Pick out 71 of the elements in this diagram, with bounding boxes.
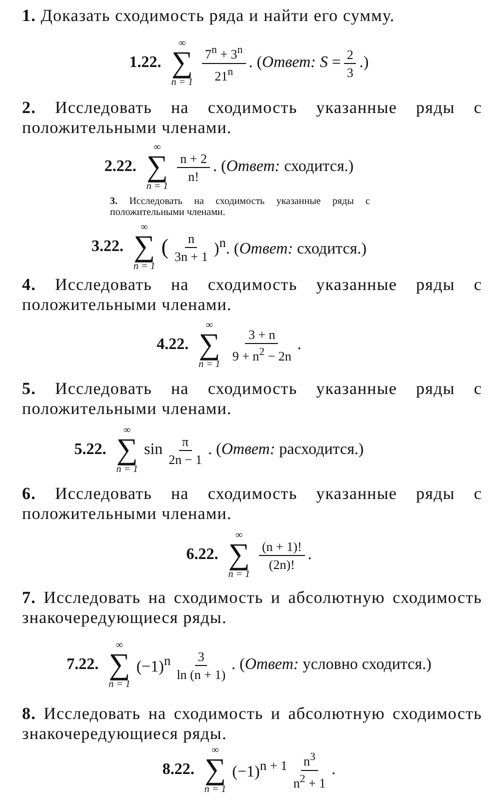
numerator: 7$^{n}$ + 3$^{n}$ <box>202 42 246 64</box>
upper-limit: ∞ <box>140 222 148 233</box>
upper-limit: ∞ <box>124 425 131 436</box>
denominator: 3 <box>346 64 354 80</box>
lower-limit: n = 1 <box>204 784 226 795</box>
summation-sign: ∑ <box>204 756 226 784</box>
task-text: 7. Исследовать на сходимость и абсолютную сходимость знакочередующиеся ряды. <box>22 588 482 628</box>
lower-limit: n = 1 <box>108 679 130 690</box>
denominator: n$^{2}$ + 1 <box>292 772 327 791</box>
denominator: n! <box>187 168 200 184</box>
formula-text: . (Ответ: расходится.) <box>208 441 364 459</box>
task-text: 1. Доказать сходимость ряда и найти его сумму. <box>22 6 396 26</box>
denominator: 3n + 1 <box>174 248 209 264</box>
lower-limit: n = 1 <box>146 181 168 192</box>
numerator: 3 <box>194 648 208 666</box>
upper-limit: ∞ <box>154 142 161 153</box>
summation-sign: ∑ <box>146 153 168 181</box>
task-text: 6. Исследовать на сходимость указанные ряды с положительными членами. <box>22 484 482 524</box>
upper-limit: ∞ <box>116 640 124 651</box>
numerator: 3 + n <box>245 326 278 344</box>
formula-text: (−1)$^{n}$ <box>136 653 171 677</box>
numerator: n <box>184 230 198 248</box>
summation-sign: ∑ <box>198 331 220 359</box>
formula-text: .) <box>359 54 369 72</box>
summation-sign: ∑ <box>134 233 156 261</box>
parenthesis: ( <box>161 234 169 260</box>
numerator: (n + 1)! <box>258 538 305 556</box>
denominator: 2n − 1 <box>168 450 203 468</box>
lower-limit: n = 1 <box>133 261 156 272</box>
problem-number: 1.22. <box>129 54 162 72</box>
lower-limit: n = 1 <box>116 464 138 475</box>
formula-text: . (Ответ: сходится.) <box>212 158 354 176</box>
numerator: 2 <box>344 46 356 64</box>
denominator: ln (n + 1) <box>176 666 227 682</box>
summation-sign: ∑ <box>171 49 193 77</box>
formula-text: sin <box>144 441 163 459</box>
formula-text: . <box>332 761 336 779</box>
task-text: 4. Исследовать на сходимость указанные ряды с положительными членами. <box>22 275 482 315</box>
task-text: 5. Исследовать на сходимость указанные ряды с положительными членами. <box>22 379 482 419</box>
formula-text: . <box>297 336 302 354</box>
upper-limit: ∞ <box>178 38 186 49</box>
task-text: 8. Исследовать на сходимость и абсолютную сходимость знакочередующиеся ряды. <box>22 704 482 744</box>
lower-limit: n = 1 <box>228 569 250 580</box>
formula-text: (−1)$^{n + 1}$ <box>232 758 288 782</box>
upper-limit: ∞ <box>206 320 213 331</box>
numerator: π <box>179 432 192 450</box>
lower-limit: n = 1 <box>198 359 220 370</box>
problem-number: 4.22. <box>156 336 189 354</box>
upper-limit: ∞ <box>212 745 219 756</box>
summation-sign: ∑ <box>228 541 250 569</box>
numerator: n$^{3}$ <box>300 749 318 770</box>
problem-number: 7.22. <box>66 656 99 674</box>
task-text: 2. Исследовать на сходимость указанные ряды с положительными членами. <box>22 98 482 138</box>
summation-sign: ∑ <box>116 436 138 464</box>
denominator: 9 + n$^{2}$ − 2n <box>231 344 292 364</box>
denominator: (2n)! <box>268 556 296 572</box>
formula-text: . (Ответ: S = <box>248 54 341 72</box>
problem-number: 8.22. <box>162 761 194 779</box>
problem-number: 3.22. <box>91 238 124 256</box>
summation-sign: ∑ <box>108 651 130 679</box>
denominator: 21$^{n}$ <box>214 64 234 84</box>
problem-number: 2.22. <box>104 158 136 176</box>
problem-number: 5.22. <box>74 441 106 459</box>
formula-text: . <box>308 546 312 564</box>
formula-text: )$^{n}$. (Ответ: сходится.) <box>214 235 367 259</box>
task-text: 3. Исследовать на сходимость указанные ряды с положительными членами. <box>110 196 370 218</box>
problem-number: 6.22. <box>186 546 218 564</box>
lower-limit: n = 1 <box>171 77 194 88</box>
formula-text: . (Ответ: условно сходится.) <box>232 656 432 674</box>
upper-limit: ∞ <box>236 530 243 541</box>
numerator: n + 2 <box>177 150 210 168</box>
